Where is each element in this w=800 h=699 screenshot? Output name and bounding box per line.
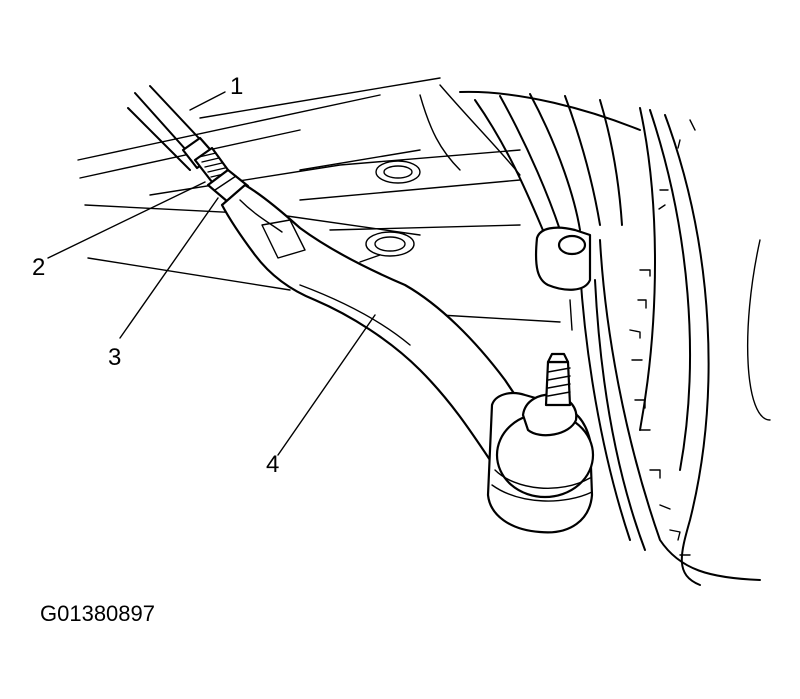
callout-2: 2 bbox=[32, 254, 45, 281]
outer-tie-rod-end bbox=[220, 183, 595, 534]
inner-tie-rod bbox=[127, 85, 230, 184]
callout-1: 1 bbox=[230, 73, 243, 100]
tire bbox=[459, 90, 771, 586]
leader-lines bbox=[47, 91, 376, 456]
steering-knuckle-lug bbox=[534, 226, 592, 331]
callout-4: 4 bbox=[266, 451, 279, 478]
figure-code: G01380897 bbox=[40, 601, 155, 626]
callout-3: 3 bbox=[108, 344, 121, 371]
